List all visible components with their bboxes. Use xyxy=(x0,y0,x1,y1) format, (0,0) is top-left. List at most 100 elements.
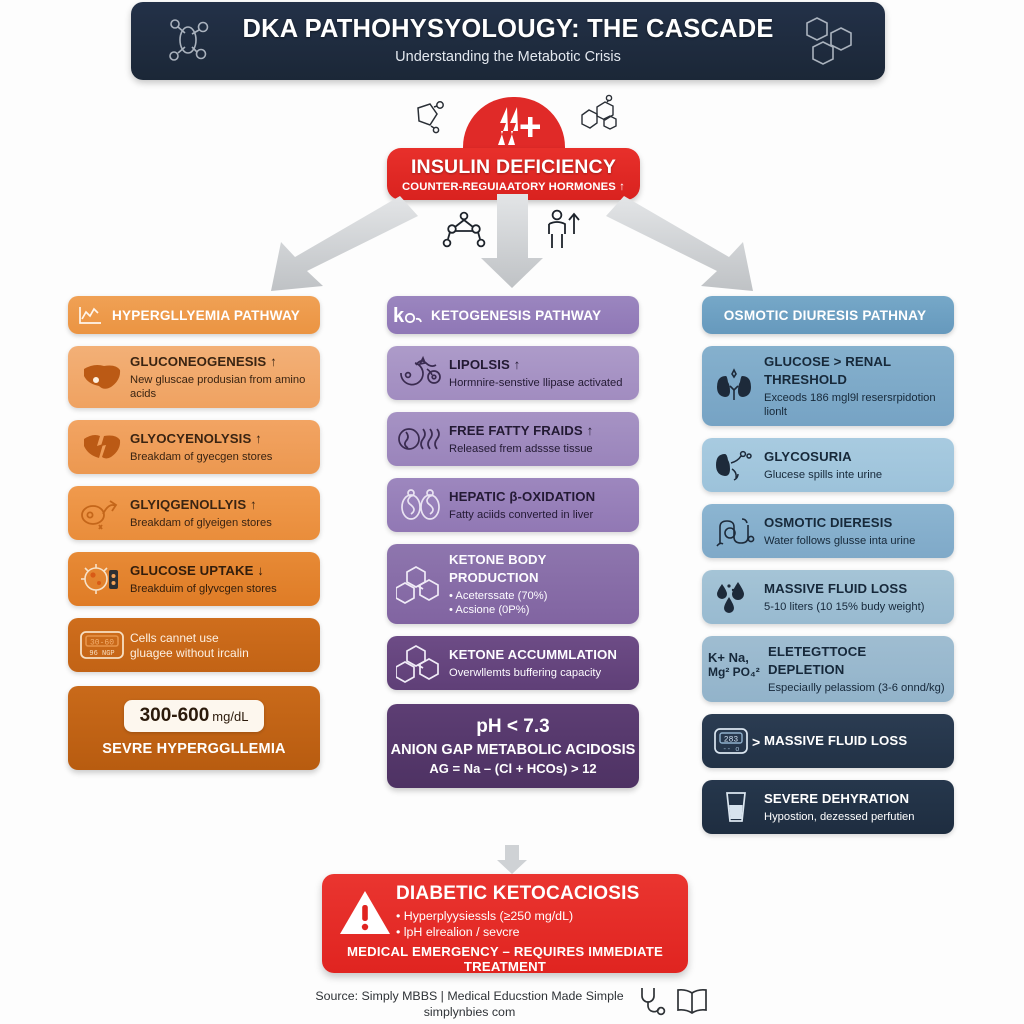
step-body: GLUCONEOGENESIS ↑ New gluscae produsian … xyxy=(128,353,312,401)
step-osmotic-diuresis[interactable]: OSMOTIC DIERESIS Water follows glusse in… xyxy=(702,504,954,558)
list-item: lpH elrealion / sevcre xyxy=(396,924,676,940)
footer-line-2: simplynbies com xyxy=(423,1004,516,1019)
dka-text-group: DIABETIC KETOCACIOSIS Hyperplyysiessls (… xyxy=(396,883,676,940)
pathway-arrows xyxy=(0,190,1024,300)
step-massive-fluid-loss[interactable]: MASSIVE FLUID LOSS 5-10 liters (10 15% b… xyxy=(702,570,954,624)
ketogenesis-pathway-column: k KETOGENESIS PATHWAY xyxy=(387,296,639,788)
step-subtitle: Especiaılly pelassiom (3-6 onnd/kg) xyxy=(768,682,945,694)
water-glass-icon xyxy=(710,787,762,827)
glucometer-icon: 283 -- o > xyxy=(710,721,762,761)
electrolyte-line-1: K+ Na, xyxy=(708,650,749,665)
step-subtitle: Cells cannet use gluagee without ircalin xyxy=(130,631,249,660)
step-subtitle: New gluscae produsian from amino acids xyxy=(130,374,306,400)
metabolic-acidosis-result: pH < 7.3 ANION GAP METABOLIC ACIDOSIS AG… xyxy=(387,704,639,788)
electrolyte-symbols-icon: K+ Na, Mg² PO₄² xyxy=(708,649,766,689)
step-body: GLYCOSURIA Glucese spills inte urine xyxy=(762,448,946,482)
page-title: DKA PATHOHYSYOLOUGY: THE CASCADE xyxy=(242,15,774,43)
step-title: ELETEGTTOCE DEPLETION xyxy=(768,644,867,677)
hexagon-trio-icon xyxy=(395,643,447,683)
step-body: GLUCOSE UPTAKE ↓ Breakduim of glyvcgen s… xyxy=(128,562,312,596)
warning-triangle-icon xyxy=(334,883,396,937)
step-ketone-body-production[interactable]: KETONE BODY PRODUCTION Aceterssate (70%)… xyxy=(387,544,639,624)
step-glycosuria[interactable]: GLYCOSURIA Glucese spills inte urine xyxy=(702,438,954,492)
step-glucose-uptake[interactable]: GLUCOSE UPTAKE ↓ Breakduim of glyvcgen s… xyxy=(68,552,320,606)
step-hepatic-beta-oxidation[interactable]: HEPATIC β-OXIDATION Fatty aciids convert… xyxy=(387,478,639,532)
list-item: Aceterssate (70%) xyxy=(449,589,631,603)
page-subtitle: Understanding the Metabotic Crisis xyxy=(395,49,621,65)
mitochondria-icon xyxy=(395,485,447,525)
pathway-header-ketogenesis[interactable]: k KETOGENESIS PATHWAY xyxy=(387,296,639,334)
step-subtitle: Breakdam of gyecgen stores xyxy=(130,451,273,463)
step-body: ELETEGTTOCE DEPLETION Especiaılly pelass… xyxy=(766,643,946,695)
water-drops-icon xyxy=(710,577,762,617)
step-body: MASSIVE FLUID LOSS 5-10 liters (10 15% b… xyxy=(762,580,946,614)
step-body: HEPATIC β-OXIDATION Fatty aciids convert… xyxy=(447,488,631,522)
step-title: GLUCONEOGENESIS ↑ xyxy=(130,354,277,369)
step-body: GLYOCYENOLYSIS ↑ Breakdam of gyecgen sto… xyxy=(128,430,312,464)
step-title: HEPATIC β-OXIDATION xyxy=(449,489,596,504)
step-title: GLYOCYENOLYSIS ↑ xyxy=(130,431,262,446)
step-subtitle: Exceods 186 mgl9l resersrpidotion lionlt xyxy=(764,392,936,418)
step-body: MASSIVE FLUID LOSS xyxy=(762,732,946,750)
electrolyte-line-2: Mg² PO₄² xyxy=(708,665,760,679)
footer: Source: Simply MBBS | Medical Educstion … xyxy=(0,985,1024,1022)
step-cells-cannot-use-glucose[interactable]: 30-60 96 NGP Cells cannet use gluagee wi… xyxy=(68,618,320,672)
svg-text:96 NGP: 96 NGP xyxy=(89,650,114,658)
step-title: KETONE BODY PRODUCTION xyxy=(449,552,547,585)
step-body: SEVERE DEHYRATION Hypostion, dezessed pe… xyxy=(762,790,946,824)
cell-glucose-icon xyxy=(76,493,128,533)
step-body: LIPOLSIS ↑ Hormnire-senstive llipase act… xyxy=(447,356,631,390)
footer-icons xyxy=(638,985,709,1022)
hexagon-ring-icon xyxy=(801,12,863,75)
insulin-deficiency-title: INSULIN DEFICIENCY xyxy=(410,155,617,178)
step-body: KETONE ACCUMMLATION Overwllemts bufferin… xyxy=(447,646,631,680)
medical-emergency-banner: MEDICAL EMERGENCY – REQUIRES IMMEDIATE T… xyxy=(346,944,664,974)
anion-gap-label: ANION GAP METABOLIC ACIDOSIS xyxy=(390,742,636,758)
step-body: FREE FATTY FRAIDS ↑ Released frem adssse… xyxy=(447,422,631,456)
step-gluconeogenesis[interactable]: GLUCONEOGENESIS ↑ New gluscae produsian … xyxy=(68,346,320,408)
step-glucose-renal-threshold[interactable]: GLUCOSE > RENAL THRESHOLD Exceods 186 mg… xyxy=(702,346,954,426)
arrow-to-final-diagnosis xyxy=(494,845,530,880)
pathway-header-label: HYPERGLLYEMIA PATHWAY xyxy=(112,307,300,323)
step-subtitle: 5-10 liters (10 15% budy weight) xyxy=(764,601,925,613)
step-subtitle: Hypostion, dezessed perfutien xyxy=(764,811,915,823)
footer-line-1: Source: Simply MBBS | Medical Educstion … xyxy=(315,988,624,1003)
svg-text:283: 283 xyxy=(724,736,739,745)
step-lipolysis[interactable]: LIPOLSIS ↑ Hormnire-senstive llipase act… xyxy=(387,346,639,400)
step-glycogenolysis-2[interactable]: GLYIQGENOLLYIS ↑ Breakdam of glyeigen st… xyxy=(68,486,320,540)
step-glycogenolysis-1[interactable]: GLYOCYENOLYSIS ↑ Breakdam of gyecgen sto… xyxy=(68,420,320,474)
pathway-header-hyperglycemia[interactable]: HYPERGLLYEMIA PATHWAY xyxy=(68,296,320,334)
step-title: OSMOTIC DIERESIS xyxy=(764,515,893,530)
ketone-k-icon: k xyxy=(387,303,431,327)
step-subtitle: Water follows glusse inta urine xyxy=(764,535,916,547)
step-ketone-accumulation[interactable]: KETONE ACCUMMLATION Overwllemts bufferin… xyxy=(387,636,639,690)
step-title: MASSIVE FLUID LOSS xyxy=(764,581,908,596)
steroid-molecule-icon xyxy=(576,93,620,142)
fat-cell-icon xyxy=(395,353,447,393)
molecule-icon xyxy=(159,14,217,71)
pathway-header-osmotic-diuresis[interactable]: OSMOTIC DIURESIS PATHNAY xyxy=(702,296,954,334)
step-subtitle: Hormnire-senstive llipase activated xyxy=(449,377,623,389)
step-subtitle: Released frem adssse tissue xyxy=(449,443,593,455)
dka-title: DIABETIC KETOCACIOSIS xyxy=(396,883,640,904)
footer-source-text: Source: Simply MBBS | Medical Educstion … xyxy=(315,988,623,1020)
step-title: GLYCOSURIA xyxy=(764,449,852,464)
step-title: MASSIVE FLUID LOSS xyxy=(764,733,908,748)
person-up-icon xyxy=(545,208,581,255)
dka-top-row: DIABETIC KETOCACIOSIS Hyperplyysiessls (… xyxy=(334,883,676,940)
step-body: GLUCOSE > RENAL THRESHOLD Exceods 186 mg… xyxy=(762,353,946,419)
step-body: Cells cannet use gluagee without ircalin xyxy=(128,629,312,661)
step-body: KETONE BODY PRODUCTION Aceterssate (70%)… xyxy=(447,551,631,617)
step-body: GLYIQGENOLLYIS ↑ Breakdam of glyeigen st… xyxy=(128,496,312,530)
kidney-flow-icon xyxy=(710,445,762,485)
step-massive-fluid-loss-2[interactable]: 283 -- o > MASSIVE FLUID LOSS xyxy=(702,714,954,768)
counter-regulatory-hormones-label: COUNTER-REGUIAATORY HORMONES ↑ xyxy=(402,180,625,193)
step-severe-dehydration[interactable]: SEVERE DEHYRATION Hypostion, dezessed pe… xyxy=(702,780,954,834)
step-free-fatty-acids[interactable]: FREE FATTY FRAIDS ↑ Released frem adssse… xyxy=(387,412,639,466)
hyperglycemia-pathway-column: HYPERGLLYEMIA PATHWAY GLUCONEOGENESIS ↑ … xyxy=(68,296,320,770)
cell-receptor-icon xyxy=(76,559,128,599)
step-electrolyte-depletion[interactable]: K+ Na, Mg² PO₄² ELETEGTTOCE DEPLETION Es… xyxy=(702,636,954,702)
